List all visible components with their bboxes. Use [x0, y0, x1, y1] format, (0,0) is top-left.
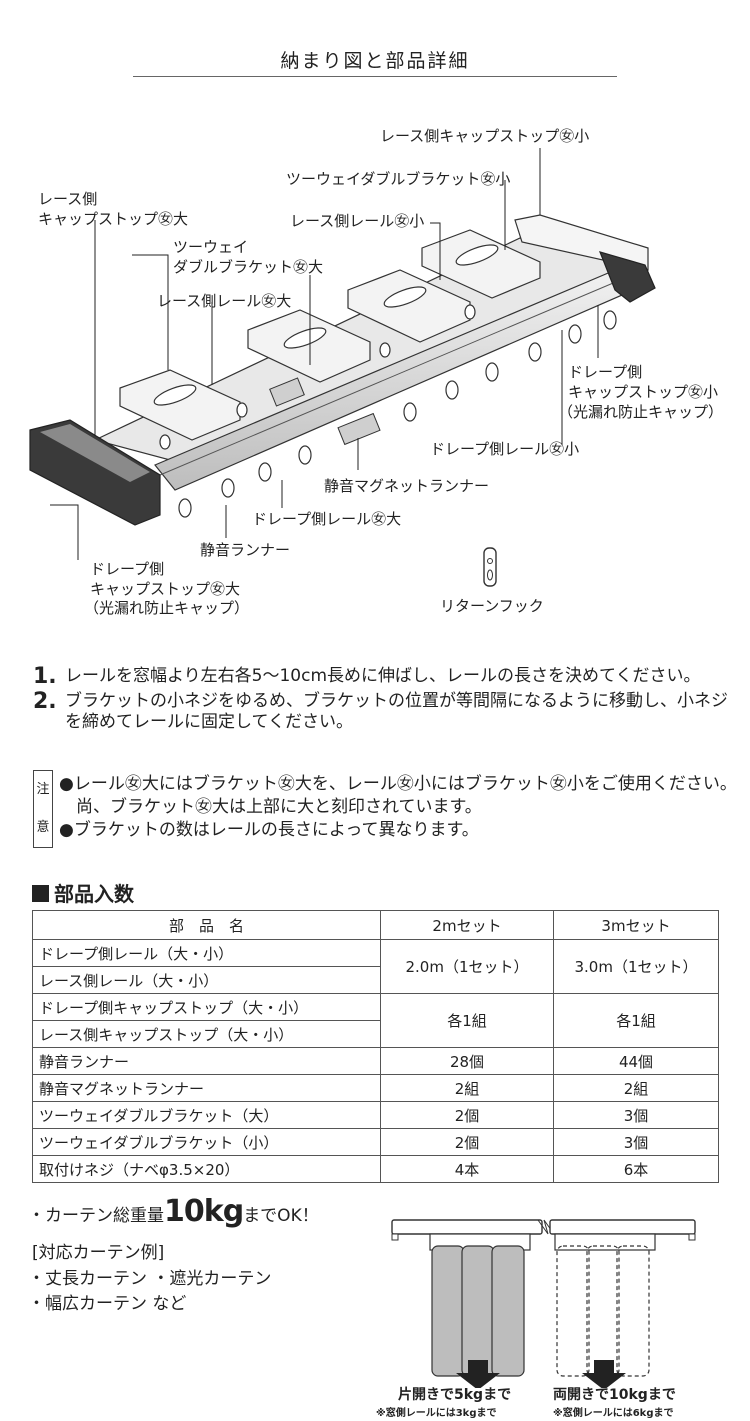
label-lace-rail-small: レース側レール㊛小 — [290, 212, 425, 230]
note-double-open: ※窓側レールには6kgまで — [553, 1408, 674, 1419]
part-name: 取付けネジ（ナベφ3.5×20） — [32, 1155, 381, 1183]
qty-2m: 2個 — [380, 1101, 554, 1129]
bracket-2 — [247, 309, 371, 383]
parts-table: 部 品 名 2mセット 3mセット ドレープ側レール（大・小） 2.0m（1セッ… — [32, 910, 719, 1183]
caution-label-bottom: 意 — [36, 820, 50, 835]
label-drape-rail-small: ドレープ側レール㊛小 — [430, 440, 580, 458]
label-drape-capstop-small-line2: キャップストップ㊛小 — [568, 383, 719, 401]
bracket-1 — [119, 369, 241, 441]
step-number: 2. — [33, 689, 57, 714]
qty-2m: 4本 — [380, 1155, 554, 1183]
part-name: ドレープ側レール（大・小） — [32, 939, 381, 967]
table-row: レース側キャップストップ（大・小） — [32, 1020, 719, 1048]
caption-double-open: 両開きで10kgまで — [553, 1387, 676, 1403]
part-name: レース側キャップストップ（大・小） — [32, 1020, 381, 1048]
table-row: 取付けネジ（ナベφ3.5×20） 4本 6本 — [32, 1155, 719, 1183]
curtain-weight-illustration — [391, 1219, 696, 1388]
step-1: 1. レールを窓幅より左右各5〜10cm長めに伸ばし、レールの長さを決めてくださ… — [33, 664, 733, 689]
instruction-steps: 1. レールを窓幅より左右各5〜10cm長めに伸ばし、レールの長さを決めてくださ… — [33, 666, 733, 737]
label-lace-capstop-small: レース側キャップストップ㊛小 — [380, 127, 590, 145]
page-title: 納まり図と部品詳細 — [280, 50, 470, 72]
step-2: 2. ブラケットの小ネジをゆるめ、ブラケットの位置が等間隔になるように移動し、小… — [33, 691, 733, 733]
note-line: ●レール㊛大にはブラケット㊛大を、レール㊛小にはブラケット㊛小をご使用ください。 — [59, 774, 737, 794]
step-number: 1. — [33, 664, 57, 689]
bracket-3 — [347, 269, 471, 343]
table-row: 静音ランナー 28個 44個 — [32, 1047, 719, 1075]
qty-3m: 各1組 — [553, 993, 719, 1048]
arrow-down-icon — [456, 1360, 500, 1388]
qty-3m: 6本 — [553, 1155, 719, 1183]
qty-2m: 各1組 — [380, 993, 554, 1048]
note-single-open: ※窓側レールには3kgまで — [376, 1408, 497, 1419]
table-row: ドレープ側レール（大・小） 2.0m（1セット） 3.0m（1セット） — [32, 939, 719, 994]
label-drape-capstop-big-line1: ドレープ側 — [90, 560, 165, 578]
table-row: ツーウェイダブルブラケット（大） 2個 3個 — [32, 1101, 719, 1129]
capacity-value: 10kg — [164, 1194, 244, 1229]
curtain-dashed-side — [556, 1245, 650, 1377]
label-return-hook: リターンフック — [440, 597, 544, 615]
step-text: ブラケットの小ネジをゆるめ、ブラケットの位置が等間隔になるように移動し、小ネジを… — [65, 691, 728, 732]
label-drape-capstop-small-line1: ドレープ側 — [568, 363, 643, 381]
square-bullet-icon — [32, 885, 49, 902]
header-3m-set: 3mセット — [553, 910, 719, 940]
curtain-closed-side — [431, 1245, 525, 1377]
examples-heading: [対応カーテン例] — [32, 1243, 165, 1263]
label-lace-capstop-big-line1: レース側 — [38, 190, 98, 208]
part-name: 静音ランナー — [32, 1047, 381, 1075]
label-drape-capstop-big-line3: （光漏れ防止キャップ） — [84, 599, 250, 617]
table-row: 静音マグネットランナー 2組 2組 — [32, 1074, 719, 1102]
qty-3m: 3個 — [553, 1128, 719, 1156]
drape-capstop-big — [29, 419, 161, 526]
header-part-name: 部 品 名 — [32, 910, 381, 940]
magnet-runner-2 — [337, 412, 381, 446]
arrow-down-icon — [582, 1360, 626, 1388]
label-drape-capstop-small-line3: （光漏れ防止キャップ） — [558, 403, 724, 421]
qty-3m: 44個 — [553, 1047, 719, 1075]
return-hook-icon — [483, 547, 497, 587]
label-twoway-bracket-big-line2: ダブルブラケット㊛大 — [173, 258, 324, 276]
caution-label-top: 注 — [36, 782, 50, 797]
bracket-4 — [421, 229, 541, 299]
qty-2m: 2組 — [380, 1074, 554, 1102]
label-twoway-bracket-big-line1: ツーウェイ — [173, 238, 249, 256]
magnet-runner-1 — [269, 377, 305, 407]
example-item: ・幅広カーテン など — [28, 1294, 187, 1314]
label-magnet-runner: 静音マグネットランナー — [324, 477, 490, 495]
part-name: ツーウェイダブルブラケット（大） — [32, 1101, 381, 1129]
note-line: ●ブラケットの数はレールの長さによって異なります。 — [59, 820, 479, 840]
title-underline — [133, 76, 617, 77]
qty-3m: 2組 — [553, 1074, 719, 1102]
qty-3m: 3個 — [553, 1101, 719, 1129]
label-twoway-bracket-small: ツーウェイダブルブラケット㊛小 — [286, 170, 511, 188]
table-header-row: 部 品 名 2mセット 3mセット — [32, 910, 719, 940]
caution-label-box: 注 意 — [33, 770, 53, 848]
part-name: ツーウェイダブルブラケット（小） — [32, 1128, 381, 1156]
qty-3m: 3.0m（1セット） — [553, 939, 719, 994]
capacity-line: ・カーテン総重量10kgまでOK！ — [28, 1194, 319, 1229]
rail-assembly-diagram — [29, 148, 656, 587]
drape-capstop-small — [598, 251, 656, 303]
part-name: ドレープ側キャップストップ（大・小） — [32, 993, 381, 1021]
qty-2m: 2.0m（1セット） — [380, 939, 554, 994]
caption-single-open: 片開きで5kgまで — [398, 1387, 512, 1403]
table-row: ドレープ側キャップストップ（大・小） 各1組 各1組 — [32, 993, 719, 1048]
label-lace-rail-big: レース側レール㊛大 — [157, 292, 292, 310]
label-runner: 静音ランナー — [200, 541, 291, 559]
part-name: 静音マグネットランナー — [32, 1074, 381, 1102]
step-text: レールを窓幅より左右各5〜10cm長めに伸ばし、レールの長さを決めてください。 — [65, 666, 701, 686]
header-2m-set: 2mセット — [380, 910, 554, 940]
example-item: ・丈長カーテン ・遮光カーテン — [28, 1269, 272, 1289]
table-row: レース側レール（大・小） — [32, 966, 719, 994]
label-drape-rail-big: ドレープ側レール㊛大 — [252, 510, 402, 528]
label-lace-capstop-big-line2: キャップストップ㊛大 — [38, 210, 189, 228]
qty-2m: 2個 — [380, 1128, 554, 1156]
part-name: レース側レール（大・小） — [32, 966, 381, 994]
table-row: ツーウェイダブルブラケット（小） 2個 3個 — [32, 1128, 719, 1156]
note-line: 尚、ブラケット㊛大は上部に大と刻印されています。 — [59, 797, 482, 817]
label-drape-capstop-big-line2: キャップストップ㊛大 — [90, 580, 241, 598]
qty-2m: 28個 — [380, 1047, 554, 1075]
parts-heading: 部品入数 — [32, 878, 134, 907]
